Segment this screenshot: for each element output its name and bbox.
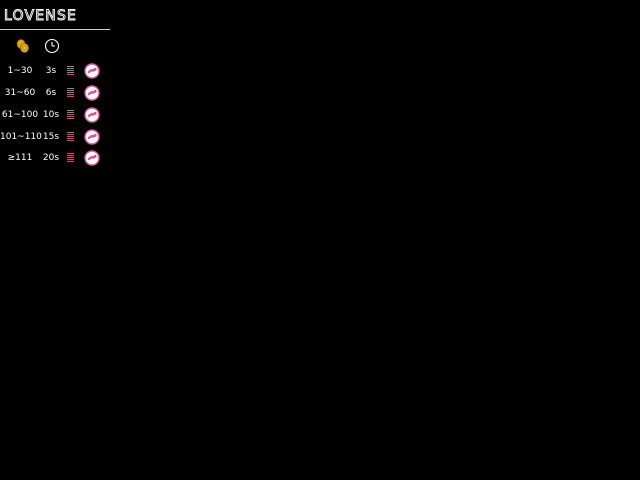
strength-bars-icon xyxy=(67,132,74,141)
strength-bar xyxy=(67,114,74,115)
strength-bar xyxy=(67,66,74,67)
duration-value: 20s xyxy=(42,153,60,163)
strength-bar xyxy=(67,134,74,135)
strength-bar xyxy=(67,136,74,137)
token-range: ≥111 xyxy=(7,153,33,163)
strength-bar xyxy=(67,112,74,113)
logo-divider xyxy=(0,29,110,30)
toy-icon xyxy=(84,85,100,101)
toy-icon xyxy=(84,107,100,123)
strength-bar xyxy=(67,94,74,95)
strength-bar xyxy=(67,68,74,69)
duration-value: 10s xyxy=(42,110,60,120)
strength-bar xyxy=(67,92,74,93)
strength-bar xyxy=(67,153,74,154)
duration-value: 3s xyxy=(45,66,57,76)
level-row: ≥111 20s xyxy=(0,149,110,167)
strength-bars-icon xyxy=(67,110,74,119)
duration-value: 6s xyxy=(45,88,57,98)
lovense-logo: LOVENSE xyxy=(4,8,77,24)
strength-bar xyxy=(67,110,74,111)
toy-icon xyxy=(84,129,100,145)
strength-bar xyxy=(67,88,74,89)
strength-bar xyxy=(67,96,74,97)
strength-bar xyxy=(67,161,74,162)
strength-bar xyxy=(67,140,74,141)
strength-bar xyxy=(67,116,74,117)
strength-bar xyxy=(67,155,74,156)
strength-bar xyxy=(67,132,74,133)
strength-bars-icon xyxy=(67,66,74,75)
strength-bars-icon xyxy=(67,88,74,97)
strength-bar xyxy=(67,72,74,73)
duration-value: 15s xyxy=(42,132,60,142)
token-range: 61~100 xyxy=(1,110,39,120)
strength-bar xyxy=(67,74,74,75)
brand-name: LOVENSE xyxy=(4,8,77,24)
token-range: 1~30 xyxy=(7,66,33,76)
strength-bar xyxy=(67,157,74,158)
strength-bar xyxy=(67,118,74,119)
token-range: 101~110 xyxy=(0,132,42,142)
strength-bar xyxy=(67,159,74,160)
toy-icon xyxy=(84,63,100,79)
toy-icon xyxy=(84,150,100,166)
level-row: 31~60 6s xyxy=(0,84,110,102)
level-row: 1~30 3s xyxy=(0,62,110,80)
strength-bar xyxy=(67,90,74,91)
coin-stack-icon xyxy=(16,39,29,53)
strength-bars-icon xyxy=(67,153,74,162)
strength-bar xyxy=(67,70,74,71)
strength-bar xyxy=(67,138,74,139)
clock-icon xyxy=(44,38,60,54)
token-range: 31~60 xyxy=(4,88,36,98)
